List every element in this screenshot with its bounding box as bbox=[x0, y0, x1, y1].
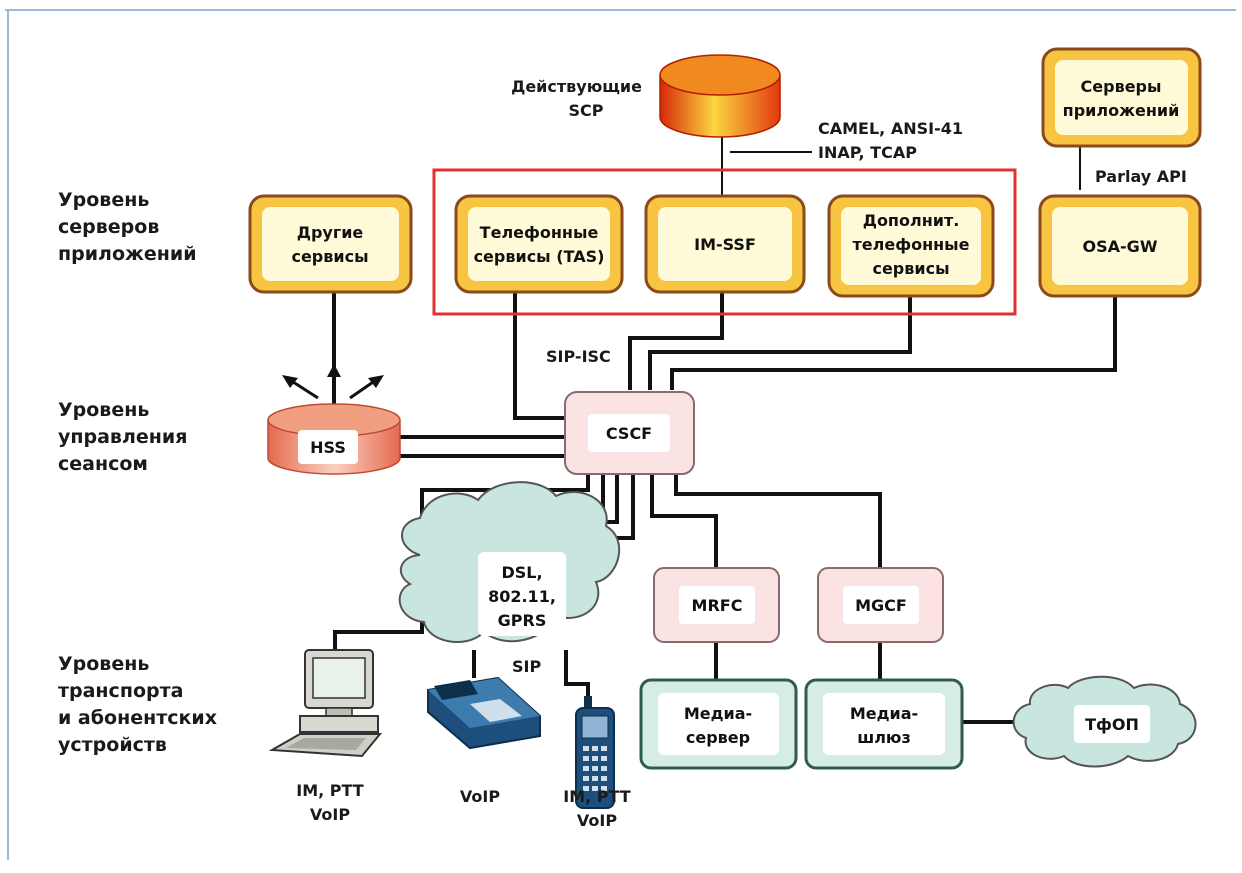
sip-label: SIP bbox=[512, 657, 541, 676]
cscf-box: CSCF bbox=[564, 391, 695, 475]
level-transport-line2: транспорта bbox=[58, 680, 183, 702]
imssf-cscf-link bbox=[628, 292, 724, 390]
arrow-left-icon bbox=[282, 375, 298, 388]
hss-label: HSS bbox=[310, 438, 346, 457]
cloud-mobile-link bbox=[564, 650, 590, 700]
app-servers-line1: Серверы bbox=[1081, 77, 1162, 96]
pstn-cloud: ТфОП bbox=[1012, 675, 1197, 768]
cloud-line2: 802.11, bbox=[488, 587, 556, 606]
osa-gw-box: OSA-GW bbox=[1038, 194, 1202, 298]
cscf-label: CSCF bbox=[606, 424, 652, 443]
extra-services-line2: телефонные bbox=[853, 235, 970, 254]
extra-services-box: Дополнит. телефонные сервисы bbox=[827, 194, 995, 298]
media-gateway-box: Медиа- шлюз bbox=[804, 678, 964, 770]
osagw-cscf-link bbox=[670, 296, 1117, 390]
level-app-line1: Уровень bbox=[58, 189, 149, 211]
pc-caption-line2: VoIP bbox=[310, 805, 350, 824]
extra-cscf-link bbox=[648, 296, 912, 390]
cscf-mgcf-link bbox=[674, 473, 882, 568]
camel-label-line1: CAMEL, ANSI-41 bbox=[818, 119, 963, 138]
level-transport-line4: устройств bbox=[58, 734, 167, 756]
cloud-pc-link bbox=[333, 620, 424, 650]
mobile-caption-line2: VoIP bbox=[577, 811, 617, 830]
pc-caption-line1: IM, PTT bbox=[296, 781, 364, 800]
cloud-line1: DSL, bbox=[501, 563, 542, 582]
desk-phone-icon bbox=[427, 676, 541, 750]
media-server-line1: Медиа- bbox=[684, 704, 752, 723]
tas-box: Телефонные сервисы (TAS) bbox=[454, 194, 624, 294]
mgcf-label: MGCF bbox=[855, 596, 907, 615]
level-session-line3: сеансом bbox=[58, 453, 148, 475]
other-services-box: Другие сервисы bbox=[248, 194, 413, 294]
media-server-box: Медиа- сервер bbox=[639, 678, 798, 770]
mobile-phone-icon bbox=[575, 696, 615, 809]
app-servers-box: Серверы приложений bbox=[1041, 47, 1202, 148]
extra-services-line3: сервисы bbox=[872, 259, 949, 278]
level-session-line2: управления bbox=[58, 426, 187, 448]
camel-label-line2: INAP, TCAP bbox=[818, 143, 917, 162]
sip-isc-label: SIP-ISC bbox=[546, 347, 611, 366]
extra-services-line1: Дополнит. bbox=[863, 211, 960, 230]
mgcf-box: MGCF bbox=[817, 567, 944, 643]
mrfc-label: MRFC bbox=[692, 596, 743, 615]
hss-arrows bbox=[282, 364, 384, 400]
level-app-line3: приложений bbox=[58, 243, 197, 265]
hss-database: HSS bbox=[267, 403, 401, 475]
scp-label-line2: SCP bbox=[569, 101, 604, 120]
other-services-line2: сервисы bbox=[291, 247, 368, 266]
level-session-line1: Уровень bbox=[58, 399, 149, 421]
scp-label-line1: Действующие bbox=[511, 77, 642, 96]
parlay-label: Parlay API bbox=[1095, 167, 1187, 186]
mrfc-box: MRFC bbox=[653, 567, 780, 643]
cscf-mrfc-link bbox=[650, 473, 718, 568]
arrow-right-icon bbox=[368, 375, 384, 388]
scp-cylinder-top bbox=[659, 54, 781, 96]
level-transport-line1: Уровень bbox=[58, 653, 149, 675]
mobile-caption-line1: IM, PTT bbox=[563, 787, 631, 806]
media-server-line2: сервер bbox=[686, 728, 750, 747]
tas-line2: сервисы (TAS) bbox=[474, 247, 605, 266]
other-services-line1: Другие bbox=[297, 223, 364, 242]
tas-line1: Телефонные bbox=[480, 223, 599, 242]
tas-cscf-link bbox=[513, 292, 565, 420]
level-transport-line3: и абонентских bbox=[58, 707, 217, 729]
level-app-line2: серверов bbox=[58, 216, 159, 238]
cloud-line3: GPRS bbox=[498, 611, 547, 630]
pc-icon bbox=[268, 649, 383, 758]
im-ssf-box: IM-SSF bbox=[644, 194, 806, 294]
phone-caption: VoIP bbox=[460, 787, 500, 806]
im-ssf-label: IM-SSF bbox=[694, 235, 756, 254]
app-servers-line2: приложений bbox=[1063, 101, 1180, 120]
highlight-frame bbox=[432, 168, 1017, 316]
arrow-up-icon bbox=[327, 364, 341, 377]
access-cloud: DSL, 802.11, GPRS bbox=[398, 481, 621, 644]
media-gateway-line1: Медиа- bbox=[850, 704, 918, 723]
pstn-label: ТфОП bbox=[1085, 715, 1139, 734]
osa-gw-label: OSA-GW bbox=[1083, 237, 1158, 256]
scp-database bbox=[659, 54, 781, 138]
media-gateway-line2: шлюз bbox=[857, 728, 911, 747]
